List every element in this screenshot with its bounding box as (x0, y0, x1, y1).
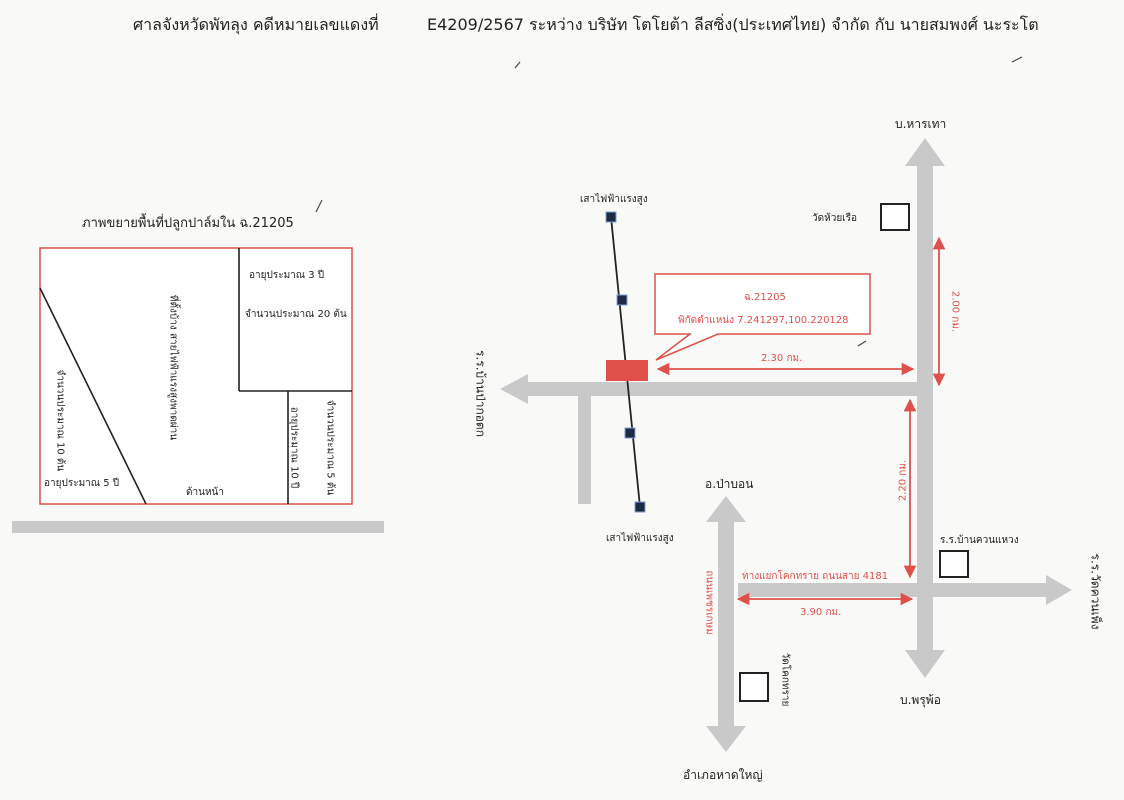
plot-age-5: อายุประมาณ 5 ปี (44, 478, 120, 489)
land-parcel-marker (606, 360, 648, 381)
pen-mark-2 (1011, 56, 1023, 63)
road-stub (578, 396, 591, 504)
pa-bon-label: อ.ป่าบอน (705, 477, 754, 491)
plot-count-10: จำนวนประมาณ 10 ต้น (54, 369, 66, 472)
header-left: ศาลจังหวัดพัทลุง คดีหมายเลขแดงที่ (133, 15, 379, 34)
distance-220-label: 2.20 กม. (897, 459, 909, 502)
plot-title: ภาพขยายพื้นที่ปลูกปาล์มใน ฉ.21205 (82, 216, 294, 231)
road-vertical-label: ถนนเพชรเกษม (703, 570, 715, 635)
plot-front-road (12, 521, 384, 533)
callout-deed: ฉ.21205 (744, 292, 786, 303)
callout-box (654, 273, 871, 361)
plot-outline (39, 247, 353, 505)
junction-label: ทางแยกโคกทราย ถนนสาย 4181 (742, 571, 889, 582)
school-west-label: ร.ร.บ้านป่ากอตก (473, 350, 488, 437)
callout-coords: พิกัดตำแหน่ง 7.241297,100.220128 (678, 315, 849, 326)
pole-bottom-label: เสาไฟฟ้าแรงสูง (606, 533, 674, 544)
temple-huairuea-icon (880, 203, 910, 231)
school-khuan-icon (939, 550, 969, 578)
school-east-label: ร.ร.วัดควนเพ็ง (1088, 553, 1103, 630)
north-village-label: บ.หารเทา (895, 117, 947, 131)
temple-huairuea-label: วัดห้วยเรือ (812, 213, 857, 224)
pen-mark-3 (315, 199, 323, 213)
temple-khok-icon (739, 672, 769, 702)
pen-mark-4 (857, 340, 867, 347)
header-right: E4209/2567 ระหว่าง บริษัท โตโยต้า ลีสซิ่… (427, 15, 1039, 34)
power-pole-3 (624, 427, 636, 439)
distance-390-label: 3.90 กม. (800, 607, 842, 618)
power-pole-2 (616, 294, 628, 306)
hat-yai-label: อำเภอหาดใหญ่ (683, 768, 763, 782)
plot-count-5: จำนวนประมาณ 5 ต้น (324, 399, 336, 496)
distance-200-label: 2.00 กม. (949, 290, 961, 333)
south-village-label: บ.พรุพ้อ (900, 693, 941, 707)
plot-count-20: จำนวนประมาณ 20 ต้น (245, 309, 347, 320)
plot-age-10: อายุประมาณ 10 ปี (288, 406, 300, 489)
road-phetkasem-north-arrow (706, 496, 746, 522)
distance-230-label: 2.30 กม. (761, 353, 803, 364)
plot-divider-diagonal (39, 287, 147, 505)
plot-age-3: อายุประมาณ 3 ปี (249, 270, 325, 281)
road-north-arrow (905, 138, 945, 166)
road-4181 (738, 583, 1050, 597)
temple-khok-label: วัดโคกทราย (779, 652, 791, 707)
power-pole-4 (634, 501, 646, 513)
road-west (525, 382, 925, 396)
power-pole-1 (605, 211, 617, 223)
road-main-vertical (917, 162, 933, 664)
plot-front-label: ด้านหน้า (186, 487, 224, 498)
pole-top-label: เสาไฟฟ้าแรงสูง (580, 194, 648, 205)
road-south-arrow (905, 650, 945, 678)
road-phetkasem-south-arrow (706, 726, 746, 752)
school-khuan-label: ร.ร.บ้านควนแหวง (940, 535, 1019, 546)
plot-house-label: ที่ตั้งบ้าง สายไฟฟ้าแรงสูงพาดผ่าน (167, 294, 179, 441)
pen-mark-1 (514, 61, 521, 69)
road-phetkasem (718, 518, 734, 732)
road-east-arrow (1046, 575, 1072, 605)
road-west-arrow (500, 374, 528, 404)
